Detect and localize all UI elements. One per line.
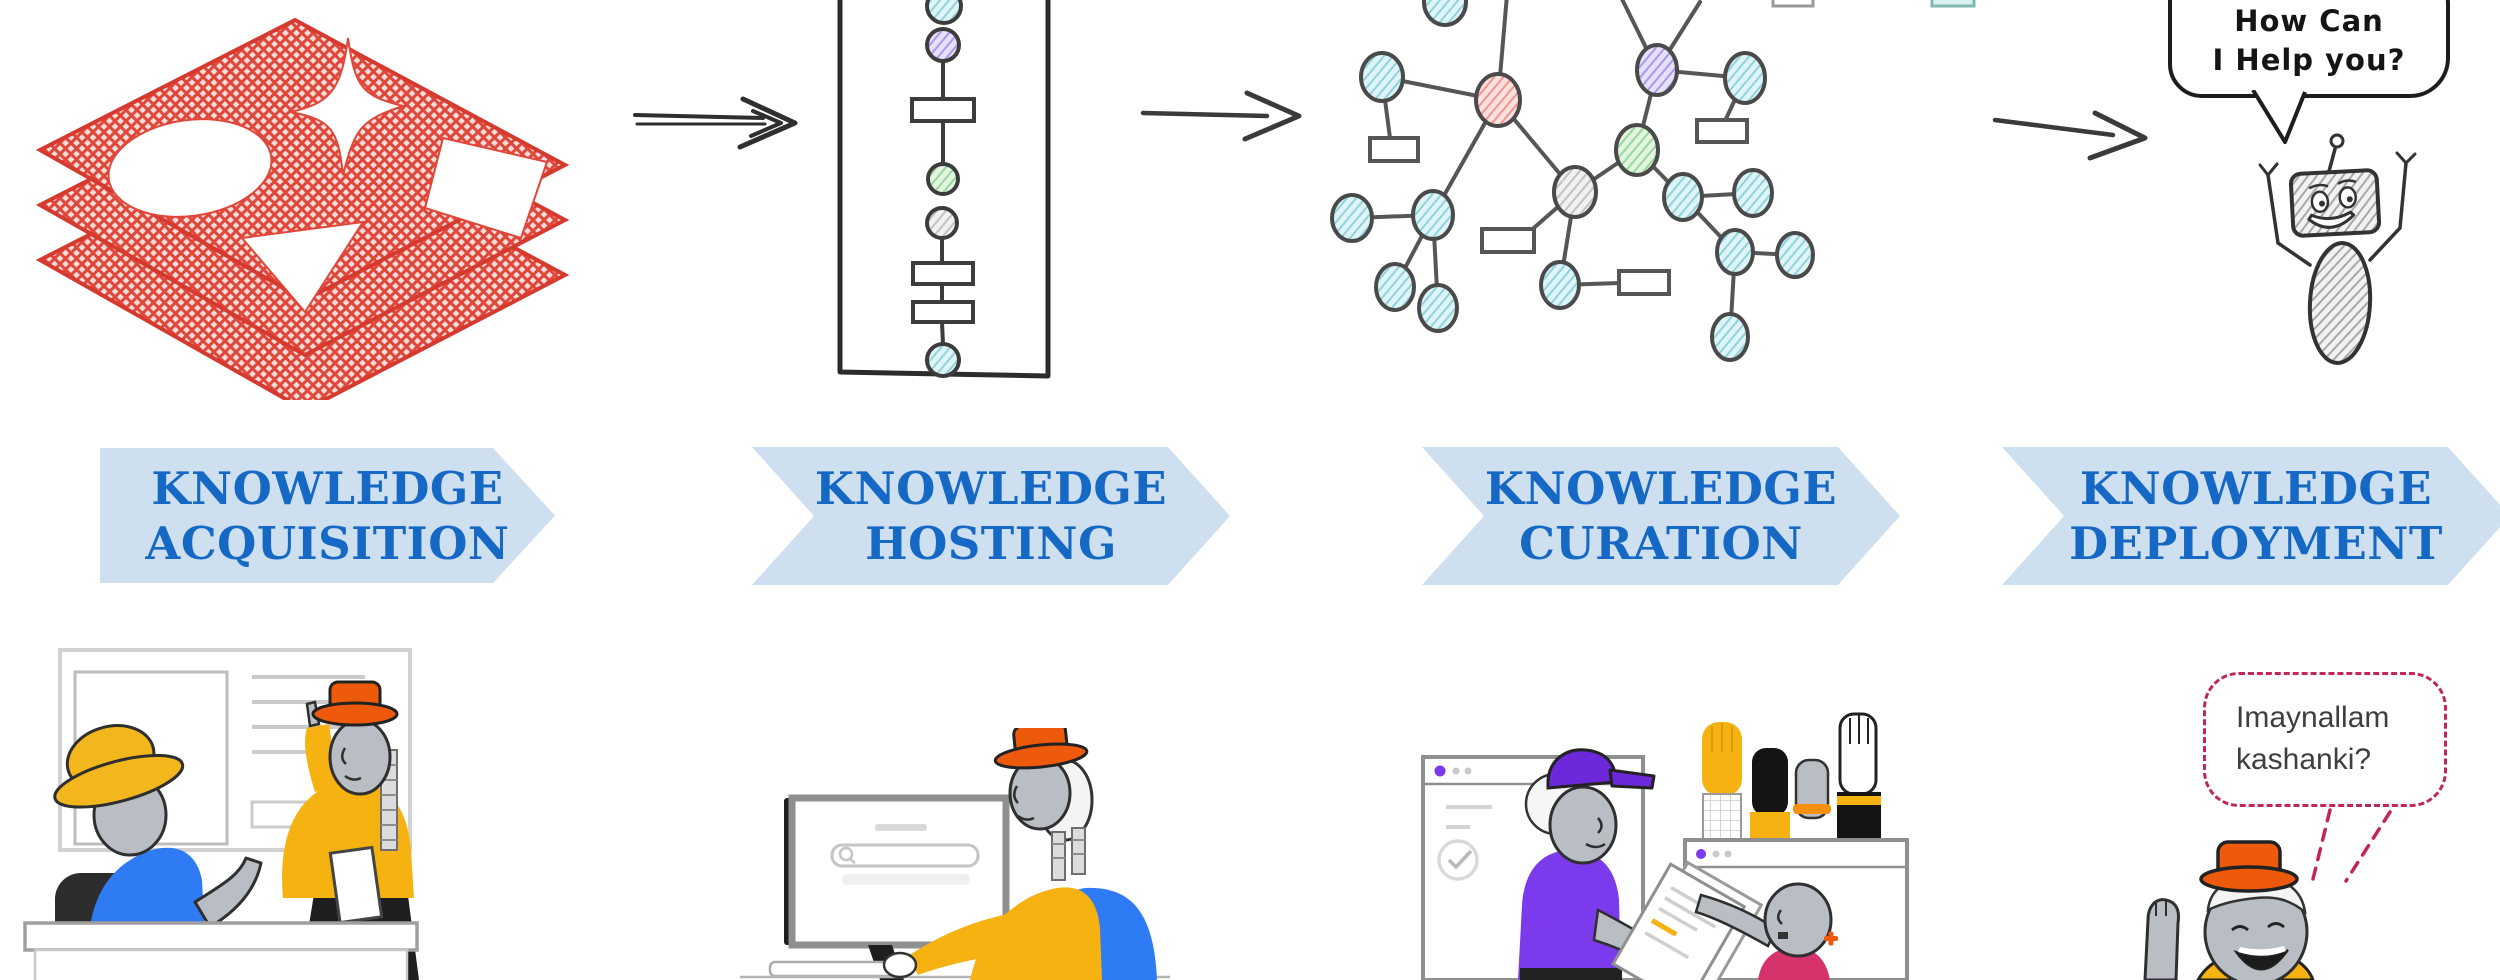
window-dot — [1434, 765, 1446, 777]
laughing-mouth — [2233, 946, 2289, 971]
white-hand — [1837, 712, 1881, 840]
pipeline-step — [911, 300, 975, 324]
gray-arm — [1694, 893, 1778, 948]
purple-shirt — [1518, 850, 1621, 980]
pipeline-node — [926, 162, 960, 196]
stage-label-line2: DEPLOYMENT — [2069, 517, 2443, 570]
checkered-sleeve — [1702, 793, 1742, 841]
stage-label-line2: HOSTING — [865, 517, 1117, 570]
stage-banner-acquisition: KNOWLEDGE ACQUISITION — [100, 448, 555, 583]
check-circle-icon — [1437, 839, 1479, 881]
person-purple — [1518, 748, 1659, 980]
curation-team-illustration — [1421, 712, 1909, 980]
seated-person — [882, 728, 1157, 980]
robot-smile — [2307, 210, 2356, 229]
robot-illustration — [2258, 133, 2417, 365]
clipboard — [328, 845, 384, 925]
pink-shirt — [1758, 947, 1830, 980]
graph-node-purple — [1635, 43, 1679, 97]
robot-bubble-line1: How Can — [2234, 4, 2384, 38]
braid — [1051, 827, 1086, 881]
arm — [908, 913, 1017, 975]
star-cutout — [290, 37, 407, 176]
black-hand — [1750, 748, 1790, 840]
robot-left-arm — [2266, 173, 2312, 267]
graph-node-gray — [1552, 165, 1598, 219]
raised-hands — [1702, 712, 1881, 841]
raised-arm — [305, 724, 338, 792]
bubble-tail — [2311, 808, 2392, 883]
head — [1763, 882, 1833, 958]
stage-banner-deployment: KNOWLEDGE DEPLOYMENT — [2002, 447, 2500, 585]
gray-arm — [193, 856, 263, 929]
stage-label-line2: ACQUISITION — [145, 516, 510, 570]
monitor — [784, 794, 1010, 980]
pipeline-step — [910, 97, 976, 123]
robot-right-arm — [2368, 161, 2408, 262]
data-layers-illustration — [35, 17, 570, 400]
purple-cap-icon — [1546, 748, 1656, 790]
pipeline-node — [925, 342, 961, 378]
robot-bubble-tail — [2251, 90, 2307, 144]
raised-hand — [2143, 898, 2180, 980]
robot-antenna-icon — [2329, 133, 2345, 149]
head — [328, 718, 392, 796]
pipeline-node — [925, 206, 959, 240]
stage-label-line2: CURATION — [1519, 517, 1803, 570]
square-cutout — [423, 136, 549, 240]
yellow-hand — [1702, 722, 1742, 841]
flow-arrow-3-icon — [1992, 110, 2148, 161]
pipeline-node — [925, 0, 963, 25]
search-icon — [838, 846, 856, 864]
graph-node-green — [1614, 123, 1660, 177]
ellipse-cutout — [107, 118, 273, 218]
hand — [882, 951, 918, 979]
stage-label-line1: KNOWLEDGE — [1484, 462, 1838, 515]
orange-watch — [1793, 804, 1831, 814]
graph-label-boxes — [1368, 0, 1976, 296]
orange-hat-icon — [311, 680, 399, 727]
robot-bubble-line2: I Help you? — [2212, 43, 2406, 77]
earring-icon — [1824, 931, 1838, 946]
computer-search-illustration — [740, 728, 1170, 980]
orange-hat-icon — [993, 728, 1089, 770]
team-whiteboard-illustration — [23, 648, 419, 980]
pipeline-node — [925, 27, 961, 63]
yellow-sleeve — [1750, 812, 1790, 840]
yellow-sweater — [970, 887, 1102, 980]
stage-banner-hosting: KNOWLEDGE HOSTING — [752, 447, 1230, 585]
robot-speech-bubble: How Can I Help you? — [2168, 0, 2450, 98]
search-bar — [830, 843, 980, 868]
sleeve-stripe — [1837, 796, 1881, 805]
orange-hat-icon — [2199, 840, 2299, 893]
user-bubble-line2: kashanki? — [2236, 743, 2372, 776]
keyboard — [768, 960, 904, 978]
sun-hat-icon — [53, 724, 185, 809]
graph-nodes — [1330, 0, 1815, 362]
pipeline-column-illustration — [837, 0, 1051, 379]
gray-hand — [1793, 758, 1831, 820]
knowledge-graph-illustration — [1330, 0, 1976, 362]
head — [1548, 785, 1618, 865]
desk — [23, 921, 419, 980]
stage-label-line1: KNOWLEDGE — [151, 461, 504, 515]
stage-banner-curation: KNOWLEDGE CURATION — [1422, 447, 1900, 585]
user-greeting-illustration — [2143, 808, 2392, 980]
flow-arrow-2-icon — [1140, 90, 1302, 142]
stage-label-line1: KNOWLEDGE — [814, 462, 1168, 515]
user-bubble-line1: Imaynallam — [2236, 701, 2390, 734]
graph-node-pink — [1474, 72, 1522, 128]
window-dot — [1696, 849, 1706, 859]
layer-stack — [35, 17, 570, 400]
robot-body — [2307, 241, 2373, 365]
pipeline-step — [911, 261, 975, 286]
flow-arrow-1-icon — [633, 96, 798, 150]
user-speech-bubble: Imaynallam kashanki? — [2203, 672, 2447, 807]
triangle-cutout — [240, 220, 366, 314]
stage-label-line1: KNOWLEDGE — [2079, 462, 2433, 515]
person-pink — [1694, 882, 1838, 980]
